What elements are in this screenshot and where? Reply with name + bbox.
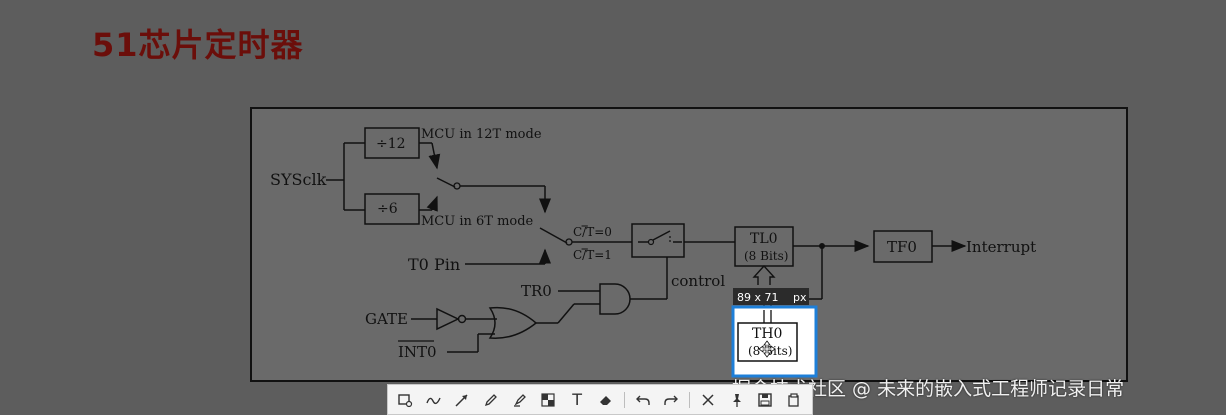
control-switch-box [631, 223, 685, 258]
eraser-tool-button[interactable] [595, 389, 617, 411]
rectangle-icon [398, 393, 412, 407]
move-cursor-icon [758, 340, 776, 358]
arrow-tool-button[interactable] [451, 389, 473, 411]
pin-button[interactable] [726, 389, 748, 411]
control-label: control [671, 272, 725, 290]
t0-pin-label: T0 Pin [408, 255, 460, 274]
divide-6-label: ÷6 [377, 201, 398, 217]
selection-unit-label: px [793, 291, 807, 304]
save-button[interactable] [755, 389, 777, 411]
pen-tool-button[interactable] [480, 389, 502, 411]
mosaic-icon [541, 392, 556, 407]
th0-label: TH0 [752, 326, 782, 342]
ct0-label: C/T=0 [573, 225, 612, 239]
copy-button[interactable] [783, 389, 805, 411]
redo-button[interactable] [660, 389, 682, 411]
int0-label: INT0 [398, 343, 437, 361]
undo-button[interactable] [632, 389, 654, 411]
toolbar-divider [689, 391, 691, 408]
interrupt-label: Interrupt [966, 238, 1036, 256]
close-button[interactable] [697, 389, 719, 411]
mode-12t-label: MCU in 12T mode [421, 127, 542, 142]
eraser-icon [599, 395, 611, 405]
toolbar-divider [623, 391, 625, 408]
sysclk-label: SYSclk [270, 170, 327, 189]
diagram-frame [250, 107, 1128, 382]
pin-icon [732, 393, 741, 407]
mode-6t-label: MCU in 6T mode [421, 214, 534, 229]
or-gate [488, 306, 538, 339]
squiggle-icon [425, 397, 441, 404]
marker-tool-button[interactable] [509, 389, 531, 411]
th0-box [737, 322, 798, 362]
gate-label: GATE [365, 310, 408, 328]
and-gate [599, 283, 631, 315]
slide-title: 51芯片定时器 [92, 26, 304, 64]
mosaic-tool-button[interactable] [538, 389, 560, 411]
text-tool-button[interactable]: T [572, 390, 583, 409]
tl0-bits-label: (8 Bits) [744, 249, 788, 263]
tl0-label: TL0 [750, 231, 778, 247]
redo-icon [664, 395, 679, 405]
tr0-label: TR0 [521, 282, 552, 300]
arrow-icon [455, 393, 468, 407]
tf0-label: TF0 [887, 238, 917, 256]
copy-icon [788, 392, 799, 407]
ct1-label: C/T=1 [573, 248, 612, 262]
divide-12-label: ÷12 [376, 136, 406, 152]
watermark-text: 掘金技术社区 @ 未来的嵌入式工程师记录日常 [732, 378, 1125, 400]
screenshot-selection-box[interactable] [731, 305, 818, 378]
divide-6-box [364, 193, 420, 225]
save-icon [758, 392, 773, 407]
screenshot-toolbar: T [387, 384, 813, 415]
marker-icon [513, 393, 526, 407]
undo-icon [635, 395, 650, 405]
close-icon [702, 393, 714, 406]
selection-size-label: 89 x 71 [737, 291, 779, 304]
th0-bits-label: (8 Bits) [748, 344, 792, 358]
rectangle-tool-button[interactable] [394, 389, 416, 411]
inverter-gate [436, 307, 460, 331]
selection-size-tooltip [733, 288, 809, 305]
freehand-line-tool-button[interactable] [423, 389, 445, 411]
pen-icon [484, 393, 497, 406]
